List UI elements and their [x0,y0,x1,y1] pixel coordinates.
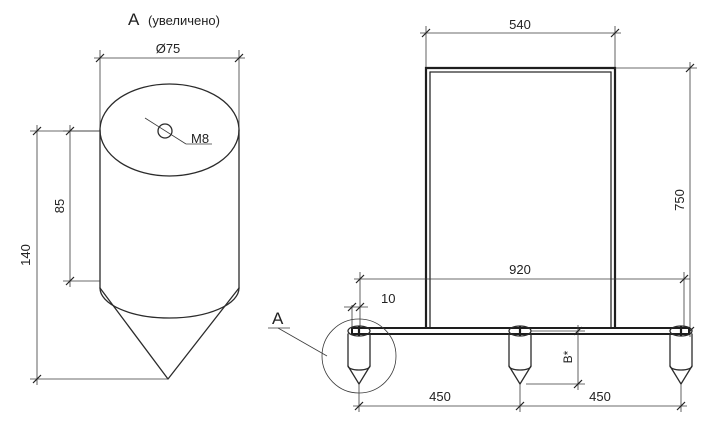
thread-label: M8 [191,131,209,146]
span-label: 920 [509,262,531,277]
spacing-left-label: 450 [429,389,451,404]
depth-label: B* [561,350,575,363]
height-label: 750 [672,189,687,211]
detail-title-letter: A [128,10,140,29]
callout-leader [277,327,328,357]
thread-leader [144,117,187,145]
portal-frame [424,66,617,331]
cylinder-top-ellipse [99,83,240,177]
leg-middle [508,325,532,385]
thread-hole [157,123,173,139]
width-label: 540 [509,17,531,32]
cylinder-bottom-arc [99,287,240,319]
height-total-label: 140 [18,244,33,266]
cone-tip [99,287,240,380]
height-cyl-label: 85 [52,199,67,213]
frame-view: 540 750 920 10 [268,17,697,412]
diameter-label: Ø75 [156,41,181,56]
leg-left [347,325,371,385]
spacing-right-label: 450 [589,389,611,404]
callout-letter: A [272,309,284,328]
leg-right [669,325,693,385]
offset-label: 10 [381,291,395,306]
detail-title-note: (увеличено) [148,13,220,28]
detail-a: A (увеличено) Ø75 M8 140 85 [18,10,245,385]
